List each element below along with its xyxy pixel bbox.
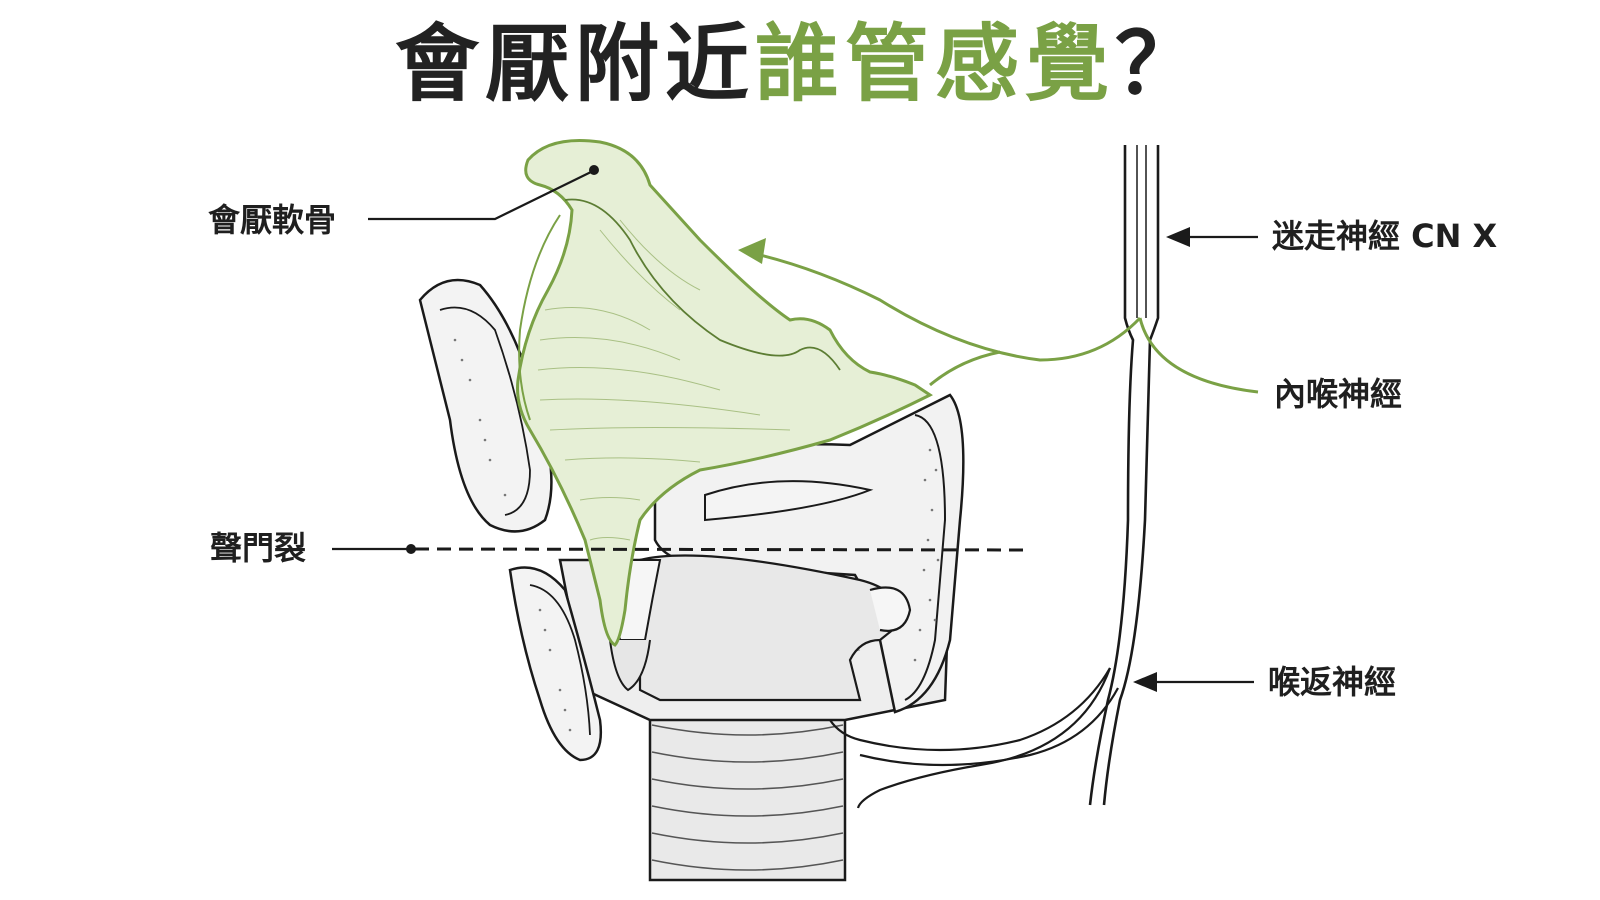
epiglottis-texture (537, 219, 791, 541)
label-vagus-nerve: 迷走神經 CN X (1272, 217, 1498, 255)
recurrent-laryngeal-nerve (829, 667, 1119, 809)
title-part-accent: 誰管感覺 (754, 15, 1115, 113)
stipple-right (913, 448, 940, 662)
page-title: 會厭附近誰管感覺？ (0, 18, 1600, 110)
label-epiglottic-cartilage: 會厭軟骨 (208, 201, 337, 239)
trachea (648, 698, 847, 882)
glottis-dashed-line (414, 547, 1031, 552)
thyroid-cartilage-left (418, 278, 603, 762)
trachea-rings (651, 724, 844, 871)
label-glottis: 聲門裂 (210, 529, 307, 567)
label-internal-laryngeal-nerve: 內喉神經 (1274, 375, 1403, 413)
epiglottis (516, 138, 933, 647)
stipple-left (453, 338, 572, 732)
internal-laryngeal-nerve (738, 238, 1259, 394)
glottis-leader-dot (406, 544, 416, 554)
leader-lines (332, 165, 1258, 692)
arytenoid-cartilage (638, 480, 912, 702)
epiglottic-leader-dot (589, 165, 599, 175)
title-part-dark: 會厭附近 (394, 15, 755, 113)
recurrent-arrowhead (1133, 672, 1157, 692)
vagus-arrowhead (1166, 227, 1190, 247)
epiglottic-leader (368, 170, 594, 221)
label-recurrent-laryngeal-nerve: 喉返神經 (1268, 663, 1397, 701)
vagus-nerve (1088, 145, 1160, 806)
title-question-mark: ？ (1115, 15, 1206, 113)
